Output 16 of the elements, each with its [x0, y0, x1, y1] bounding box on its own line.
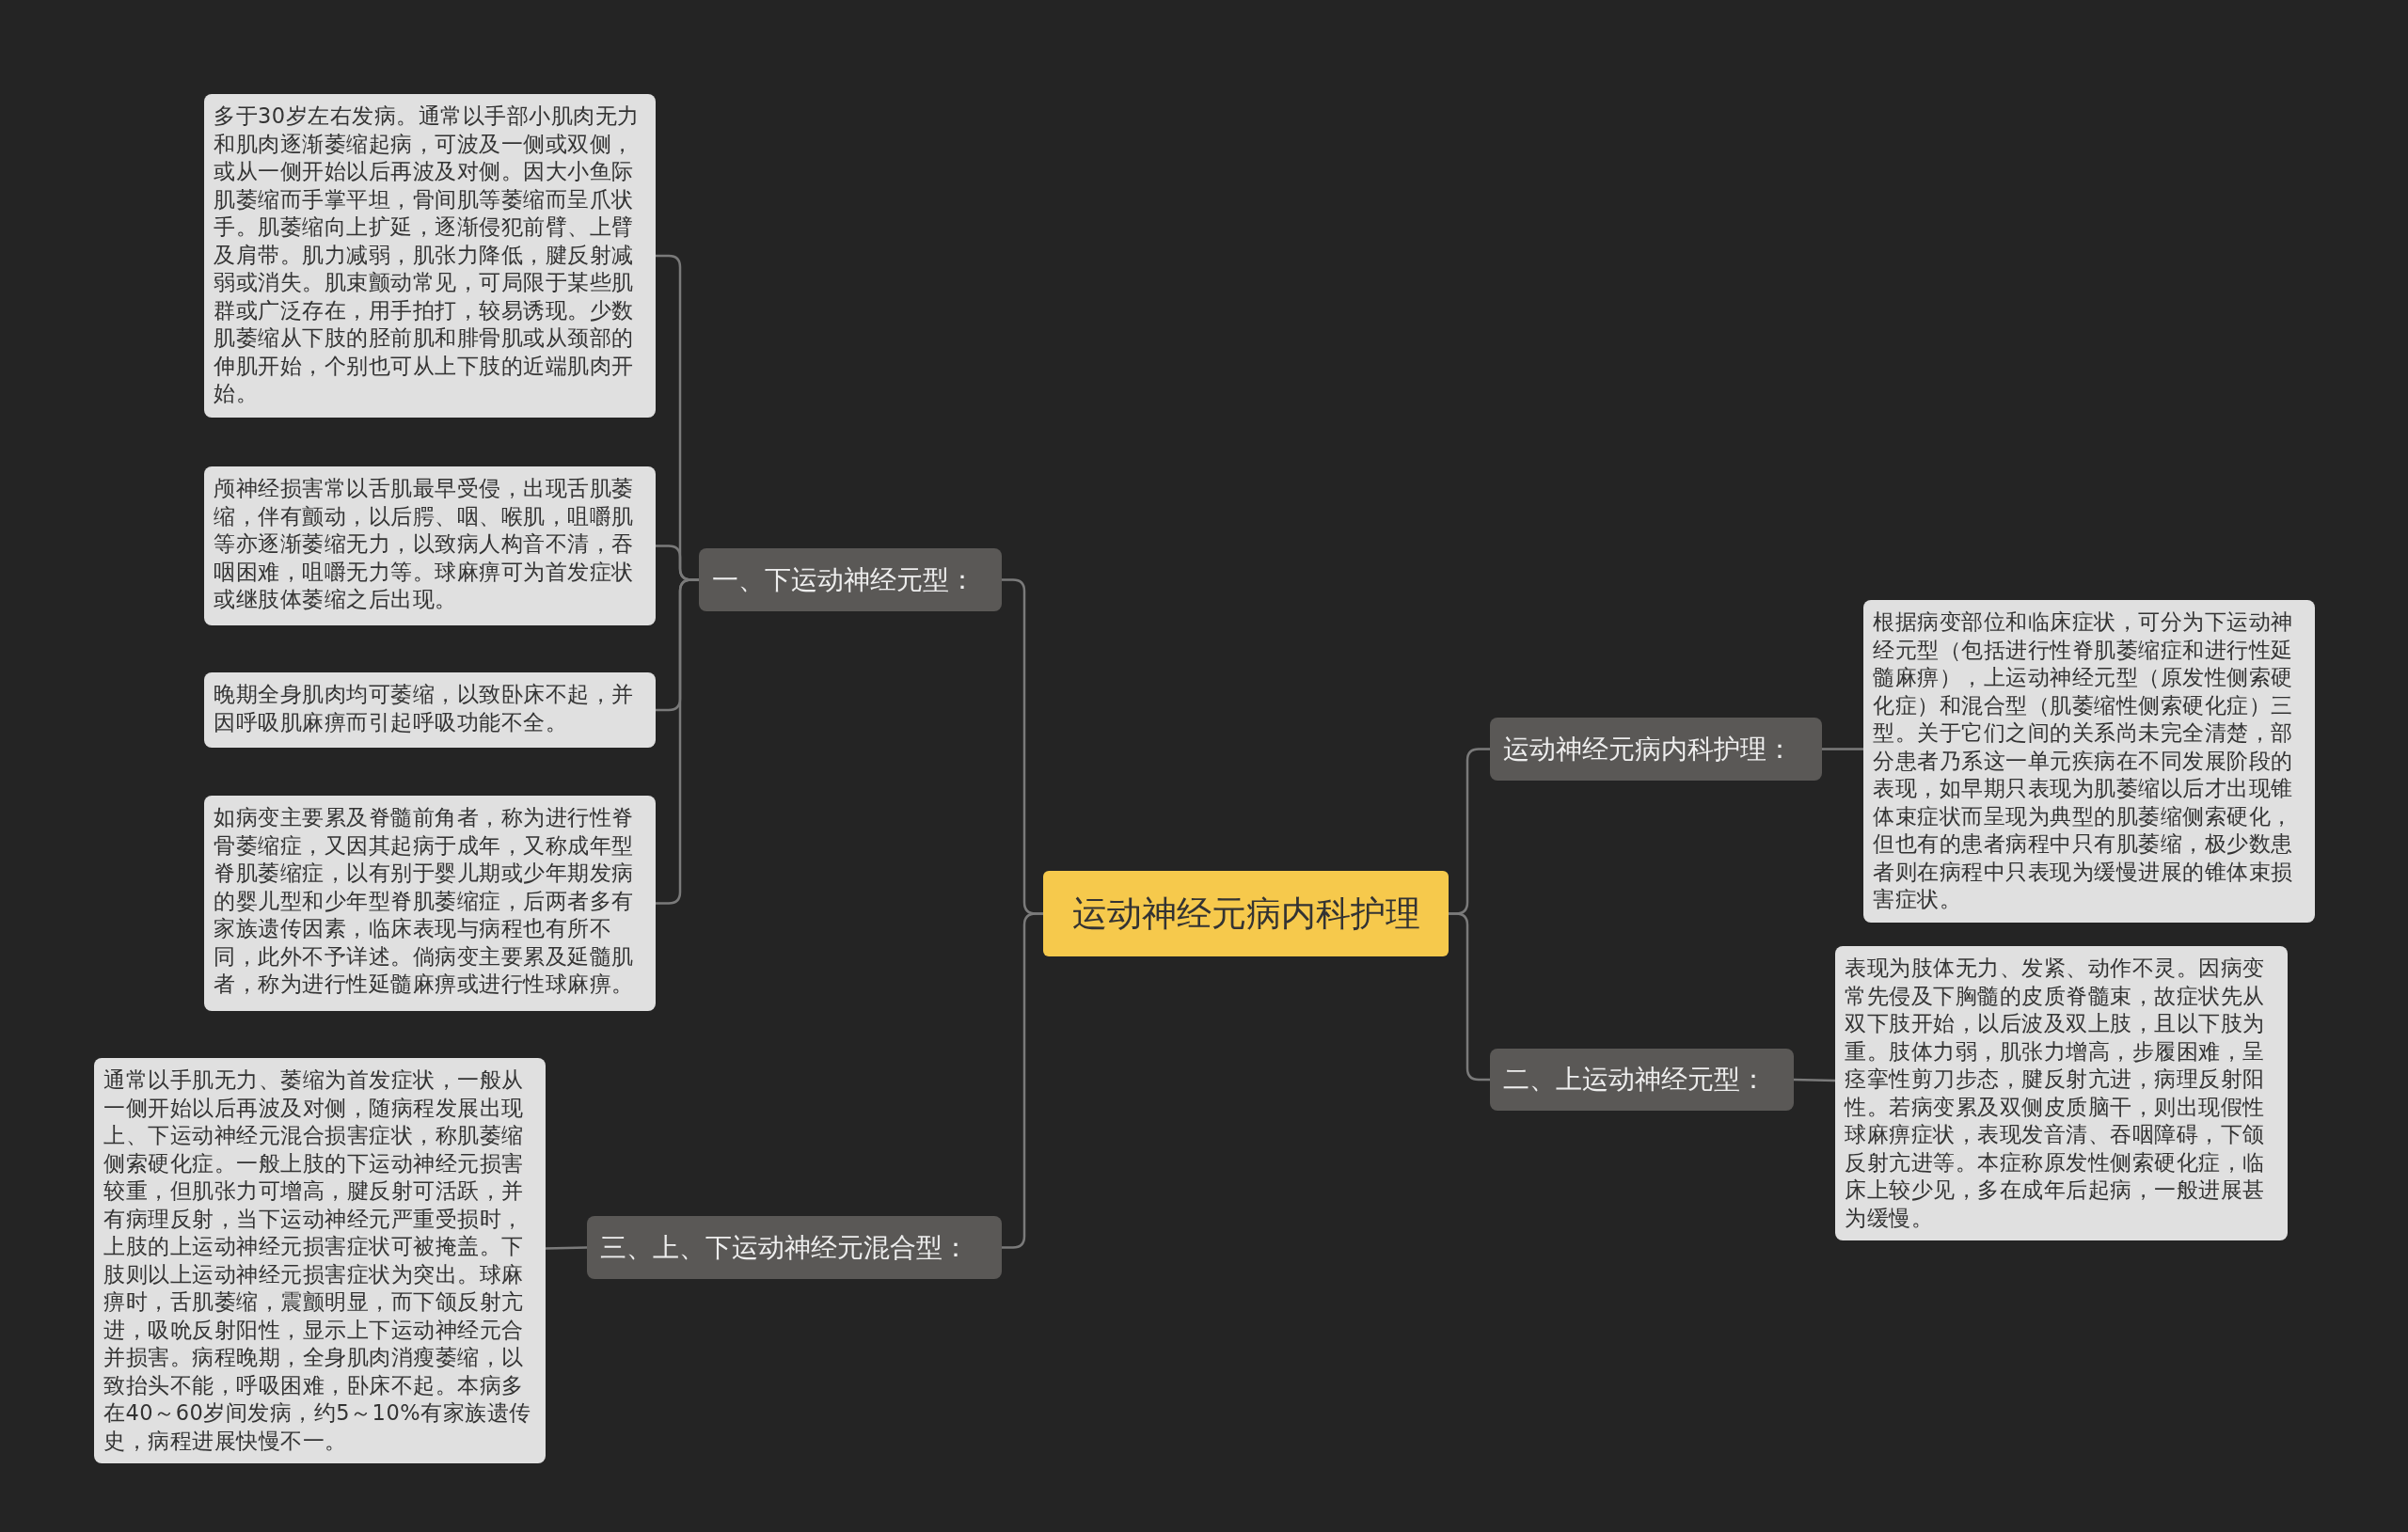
- topic-box: 二、上运动神经元型：: [1490, 1049, 1794, 1111]
- connector-line: [545, 1246, 588, 1250]
- text-card: 晚期全身肌肉均可萎缩，以致卧床不起，并因呼吸肌麻痹而引起呼吸功能不全。: [204, 672, 656, 748]
- text-card: 根据病变部位和临床症状，可分为下运动神经元型（包括进行性脊肌萎缩症和进行性延髓麻痹），上运动神经元型（原发性侧索硬化症）和混合型（肌萎缩性侧索硬化症）三型。关于它们之间的关系尚未完全清楚，部分患者乃系这一单元疾病在不同发展阶段的表现，如早期只表现为肌萎缩以后才出现锥体束症状而呈现为典型的肌萎缩侧索硬化，但也有的患者病程中只有肌萎缩，极少数患者则在病程中只表现为缓慢进展的锥体束损害症状。: [1863, 600, 2315, 923]
- text-card: 如病变主要累及脊髓前角者，称为进行性脊骨萎缩症，又因其起病于成年，又称成年型脊肌萎缩症，以有别于婴儿期或少年期发病的婴儿型和少年型脊肌萎缩症，后两者多有家族遗传因素，临床表现与病程也有所不同，此外不予详述。倘病变主要累及延髓肌者，称为进行性延髓麻痹或进行性球麻痹。: [204, 796, 656, 1011]
- topic-box: 三、上、下运动神经元混合型：: [587, 1216, 1002, 1279]
- connector-line: [1793, 1078, 1836, 1082]
- connector-line: [1449, 912, 1490, 1082]
- text-card: 颅神经损害常以舌肌最早受侵，出现舌肌萎缩，伴有颤动，以后腭、咽、喉肌，咀嚼肌等亦逐渐萎缩无力，以致病人构音不清，吞咽困难，咀嚼无力等。球麻痹可为首发症状或继肢体萎缩之后出现。: [204, 466, 656, 625]
- text-card: 通常以手肌无力、萎缩为首发症状，一般从一侧开始以后再波及对侧，随病程发展出现上、下运动神经元混合损害症状，称肌萎缩侧索硬化症。一般上肢的下运动神经元损害较重，但肌张力可增高，腱反射可活跃，并有病理反射，当下运动神经元严重受损时，上肢的上运动神经元损害症状可被掩盖。下肢则以上运动神经元损害症状为突出。球麻痹时，舌肌萎缩，震颤明显，而下颌反射亢进，吸吮反射阳性，显示上下运动神经元合并损害。病程晚期，全身肌肉消瘦萎缩，以致抬头不能，呼吸困难，卧床不起。本病多在40～60岁间发病，约5～10%有家族遗传史，病程进展快慢不一。: [94, 1058, 546, 1463]
- topic-box: 运动神经元病内科护理：: [1490, 718, 1822, 781]
- central-topic-box: 运动神经元病内科护理: [1043, 871, 1449, 956]
- topic-box: 一、下运动神经元型：: [699, 548, 1002, 611]
- text-card: 多于30岁左右发病。通常以手部小肌肉无力和肌肉逐渐萎缩起病，可波及一侧或双侧，或从一侧开始以后再波及对侧。因大小鱼际肌萎缩而手掌平坦，骨间肌等萎缩而呈爪状手。肌萎缩向上扩延，逐渐侵犯前臂、上臂及肩带。肌力减弱，肌张力降低，腱反射减弱或消失。肌束颤动常见，可局限于某些肌群或广泛存在，用手拍打，较易诱现。少数肌萎缩从下肢的胫前肌和腓骨肌或从颈部的伸肌开始，个别也可从上下肢的近端肌肉开始。: [204, 94, 656, 418]
- text-card: 表现为肢体无力、发紧、动作不灵。因病变常先侵及下胸髓的皮质脊髓束，故症状先从双下肢开始，以后波及双上肢，且以下肢为重。肢体力弱，肌张力增高，步履困难，呈痉挛性剪刀步态，腱反射亢进，病理反射阳性。若病变累及双侧皮质脑干，则出现假性球麻痹症状，表现发音清、吞咽障碍，下颌反射亢进等。本症称原发性侧索硬化症，临床上较少见，多在成年后起病，一般进展甚为缓慢。: [1835, 946, 2288, 1240]
- connector-line: [1822, 748, 1863, 750]
